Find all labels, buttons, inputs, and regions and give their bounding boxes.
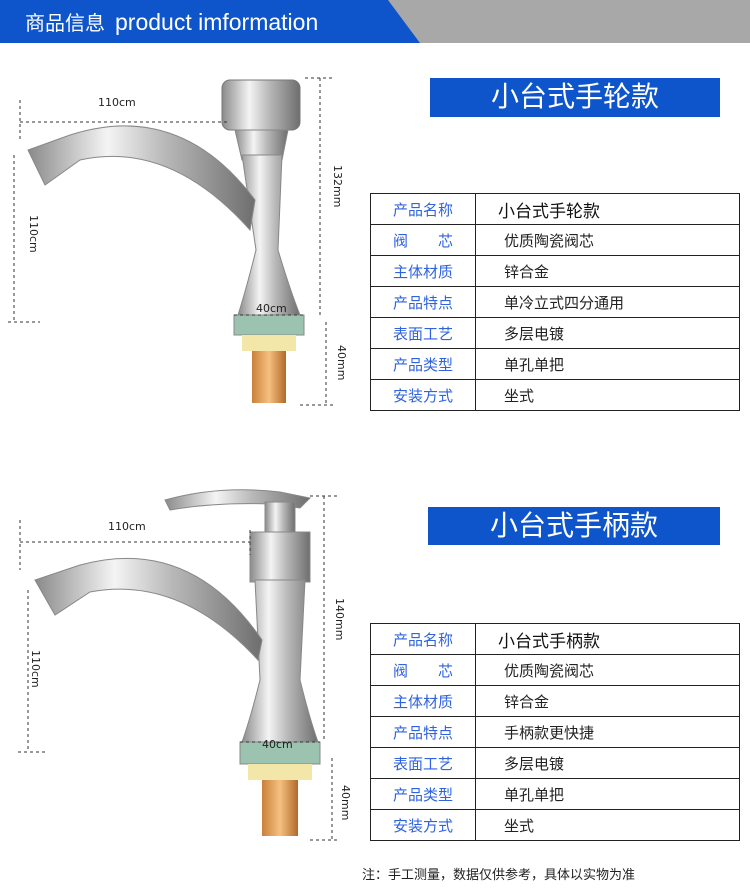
table-row: 产品名称小台式手轮款 <box>370 193 740 225</box>
spec-value: 锌合金 <box>475 255 740 287</box>
dim-base-width: 40cm <box>256 302 287 315</box>
spec-value: 小台式手柄款 <box>475 623 740 655</box>
spec-label: 表面工艺 <box>370 317 476 349</box>
dim-base-width: 40cm <box>262 738 293 751</box>
table-row: 产品特点手柄款更快捷 <box>370 716 740 748</box>
spec-label: 表面工艺 <box>370 747 476 779</box>
dim-spout-height: 110cm <box>29 650 42 688</box>
table-row: 主体材质锌合金 <box>370 685 740 717</box>
spec-value: 单孔单把 <box>475 348 740 380</box>
spec-label: 阀 芯 <box>370 654 476 686</box>
spec-value: 坐式 <box>475 379 740 411</box>
table-row: 产品类型单孔单把 <box>370 778 740 810</box>
spec-label: 产品名称 <box>370 623 476 655</box>
spec-value: 多层电镀 <box>475 747 740 779</box>
spec-label: 阀 芯 <box>370 224 476 256</box>
spec-label: 安装方式 <box>370 379 476 411</box>
table-row: 表面工艺多层电镀 <box>370 747 740 779</box>
dim-height: 140mm <box>333 598 346 641</box>
spec-label: 主体材质 <box>370 685 476 717</box>
product-title: 小台式手柄款 <box>428 507 720 545</box>
table-row: 表面工艺多层电镀 <box>370 317 740 349</box>
header-title-cn: 商品信息 <box>25 13 105 35</box>
spec-value: 坐式 <box>475 809 740 841</box>
table-row: 阀 芯优质陶瓷阀芯 <box>370 654 740 686</box>
spec-label: 产品类型 <box>370 778 476 810</box>
spec-value: 锌合金 <box>475 685 740 717</box>
header-banner <box>0 0 420 43</box>
spec-label: 产品特点 <box>370 716 476 748</box>
product-title: 小台式手轮款 <box>430 78 720 117</box>
table-row: 产品类型单孔单把 <box>370 348 740 380</box>
product-image-handwheel-faucet <box>8 77 335 406</box>
spec-value: 手柄款更快捷 <box>475 716 740 748</box>
spec-label: 产品类型 <box>370 348 476 380</box>
header-title-en: product imformation <box>115 9 319 35</box>
dim-thread-length: 40mm <box>335 345 348 381</box>
spec-label: 产品特点 <box>370 286 476 318</box>
spec-value: 小台式手轮款 <box>475 193 740 225</box>
spec-value: 单冷立式四分通用 <box>475 286 740 318</box>
dim-height: 132mm <box>331 165 344 208</box>
dim-spout-height: 110cm <box>27 215 40 253</box>
header-title: 商品信息 product imformation <box>25 7 318 36</box>
spec-table: 产品名称小台式手轮款 阀 芯优质陶瓷阀芯 主体材质锌合金 产品特点单冷立式四分通… <box>370 193 740 411</box>
spec-label: 产品名称 <box>370 193 476 225</box>
table-row: 安装方式坐式 <box>370 379 740 411</box>
spec-value: 多层电镀 <box>475 317 740 349</box>
spec-label: 主体材质 <box>370 255 476 287</box>
spec-value: 优质陶瓷阀芯 <box>475 224 740 256</box>
spec-value: 单孔单把 <box>475 778 740 810</box>
product-image-lever-faucet <box>18 489 340 841</box>
table-row: 阀 芯优质陶瓷阀芯 <box>370 224 740 256</box>
table-row: 安装方式坐式 <box>370 809 740 841</box>
dim-spout-length: 110cm <box>98 96 136 109</box>
dim-spout-length: 110cm <box>108 520 146 533</box>
table-row: 产品名称小台式手柄款 <box>370 623 740 655</box>
table-row: 主体材质锌合金 <box>370 255 740 287</box>
header-bar: 商品信息 product imformation <box>0 0 750 43</box>
spec-table: 产品名称小台式手柄款 阀 芯优质陶瓷阀芯 主体材质锌合金 产品特点手柄款更快捷 … <box>370 623 740 841</box>
spec-label: 安装方式 <box>370 809 476 841</box>
table-row: 产品特点单冷立式四分通用 <box>370 286 740 318</box>
dim-thread-length: 40mm <box>339 785 352 821</box>
measurement-note: 注：手工测量，数据仅供参考，具体以实物为准 <box>362 868 636 883</box>
spec-value: 优质陶瓷阀芯 <box>475 654 740 686</box>
